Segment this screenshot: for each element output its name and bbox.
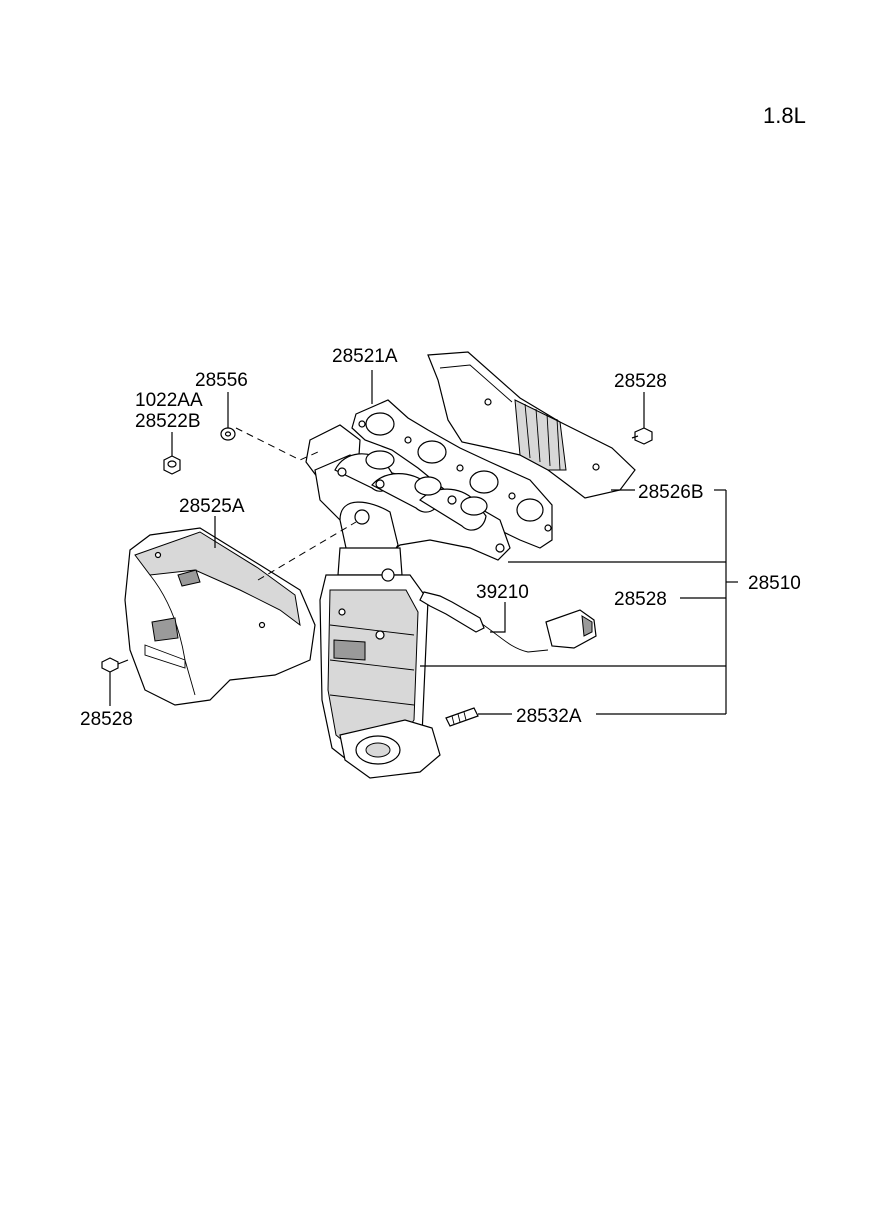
label-28528-mid: 28528 — [614, 589, 667, 610]
label-39210: 39210 — [476, 582, 529, 603]
label-28522B: 28522B — [135, 411, 201, 432]
manifold-gasket — [351, 399, 553, 549]
exhaust-manifold-catalyst — [305, 424, 511, 779]
engine-size-label: 1.8L — [763, 103, 806, 128]
label-28528-top: 28528 — [614, 371, 667, 392]
leader-lines — [109, 370, 738, 715]
label-1022AA: 1022AA — [135, 390, 203, 411]
label-28532A: 28532A — [516, 706, 582, 727]
heat-protector-upper — [427, 351, 636, 499]
label-28510: 28510 — [748, 573, 801, 594]
nut-1022AA — [163, 455, 181, 475]
stud-28532A — [445, 707, 479, 727]
bolt-28528-top — [631, 427, 653, 445]
washer-28556 — [220, 427, 236, 441]
label-28528-left: 28528 — [80, 709, 133, 730]
oxygen-sensor — [419, 591, 597, 653]
label-28525A: 28525A — [179, 496, 245, 517]
label-28526B: 28526B — [638, 482, 704, 503]
heat-protector-lower — [124, 527, 316, 706]
bolt-28528-left — [101, 657, 129, 673]
label-28556: 28556 — [195, 370, 248, 391]
label-28521A: 28521A — [332, 346, 398, 367]
